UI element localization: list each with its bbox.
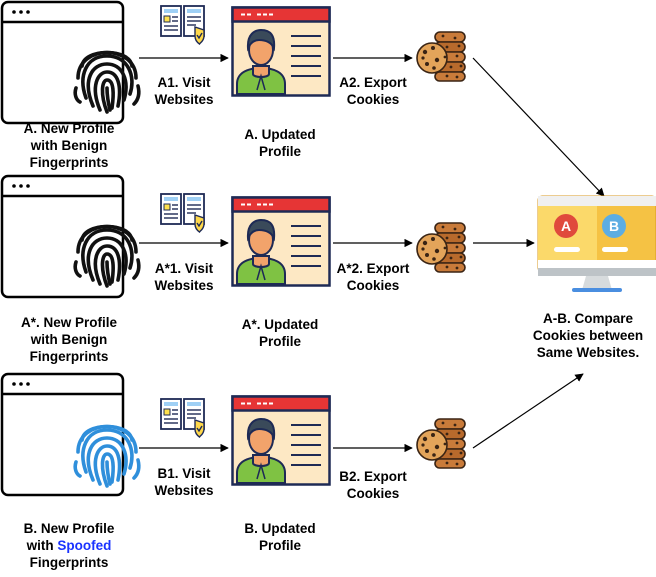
label-line: Websites	[154, 278, 214, 293]
updated-label-b: B. Updated Profile	[225, 520, 335, 554]
row-a	[0, 0, 605, 197]
visit-label-a: A1. Visit Websites	[140, 74, 228, 108]
label-line: A*. New Profile	[20, 315, 118, 330]
profile-card-icon	[231, 196, 331, 287]
label-line: Cookies	[346, 486, 400, 501]
label-line-with-spoofed: with Spoofed	[2, 537, 136, 554]
label-line: A1. Visit	[157, 75, 211, 90]
label-line: B. New Profile	[23, 521, 115, 536]
label-line: with Benign	[30, 332, 108, 347]
export-label-a-star: A*2. Export Cookies	[330, 260, 416, 294]
label-line: Websites	[154, 92, 214, 107]
label-line: Profile	[258, 538, 301, 553]
compare-letter-a: A	[561, 218, 571, 234]
profile-card-icon	[231, 395, 331, 486]
label-line: Websites	[154, 483, 214, 498]
label-line: Profile	[258, 144, 301, 159]
row-a-star	[0, 174, 535, 299]
label-line: B. Updated	[244, 521, 316, 536]
label-line: Fingerprints	[29, 155, 109, 170]
label-word: with	[26, 538, 54, 553]
label-line: B1. Visit	[157, 466, 211, 481]
profile-label-b: B. New Profile with Spoofed Fingerprints	[2, 520, 136, 571]
label-line: with Benign	[30, 138, 108, 153]
visit-label-b: B1. Visit Websites	[140, 465, 228, 499]
updated-label-a-star: A*. Updated Profile	[225, 316, 335, 350]
profile-label-a: A. New Profile with Benign Fingerprints	[2, 120, 136, 171]
label-line: Cookies	[346, 92, 400, 107]
label-line: B2. Export	[339, 469, 407, 484]
label-line: A-B. Compare	[542, 311, 633, 326]
spoofed-word: Spoofed	[57, 538, 112, 553]
profile-card-icon	[231, 6, 331, 97]
export-label-b: B2. Export Cookies	[330, 468, 416, 502]
updated-label-a: A. Updated Profile	[225, 126, 335, 160]
profile-label-a-star: A*. New Profile with Benign Fingerprints	[2, 314, 136, 365]
label-line: Cookies	[346, 278, 400, 293]
compare-label: A-B. Compare Cookies between Same Websit…	[520, 310, 656, 361]
label-line: A*. Updated	[241, 317, 319, 332]
label-line: Same Websites.	[536, 345, 640, 360]
arrow-to-compare	[472, 373, 584, 449]
compare-letter-b: B	[609, 218, 619, 234]
arrow-to-compare	[472, 57, 605, 197]
export-label-a: A2. Export Cookies	[330, 74, 416, 108]
label-line: A. New Profile	[23, 121, 115, 136]
label-line: A2. Export	[339, 75, 407, 90]
label-line: Profile	[258, 334, 301, 349]
label-line: A. Updated	[244, 127, 316, 142]
visit-label-a-star: A*1. Visit Websites	[140, 260, 228, 294]
row-b	[0, 372, 584, 497]
label-line: A*2. Export	[336, 261, 410, 276]
documents-icon	[160, 398, 205, 438]
label-line: Fingerprints	[29, 555, 109, 570]
compare-monitor-icon: A B	[537, 195, 656, 292]
label-line: A*1. Visit	[154, 261, 214, 276]
documents-icon	[160, 193, 205, 233]
documents-icon	[160, 5, 205, 45]
label-line: Cookies between	[532, 328, 644, 343]
label-line: Fingerprints	[29, 349, 109, 364]
cookie-stack-icon	[416, 418, 466, 469]
cookie-stack-icon	[416, 222, 466, 273]
cookie-stack-icon	[416, 31, 466, 82]
